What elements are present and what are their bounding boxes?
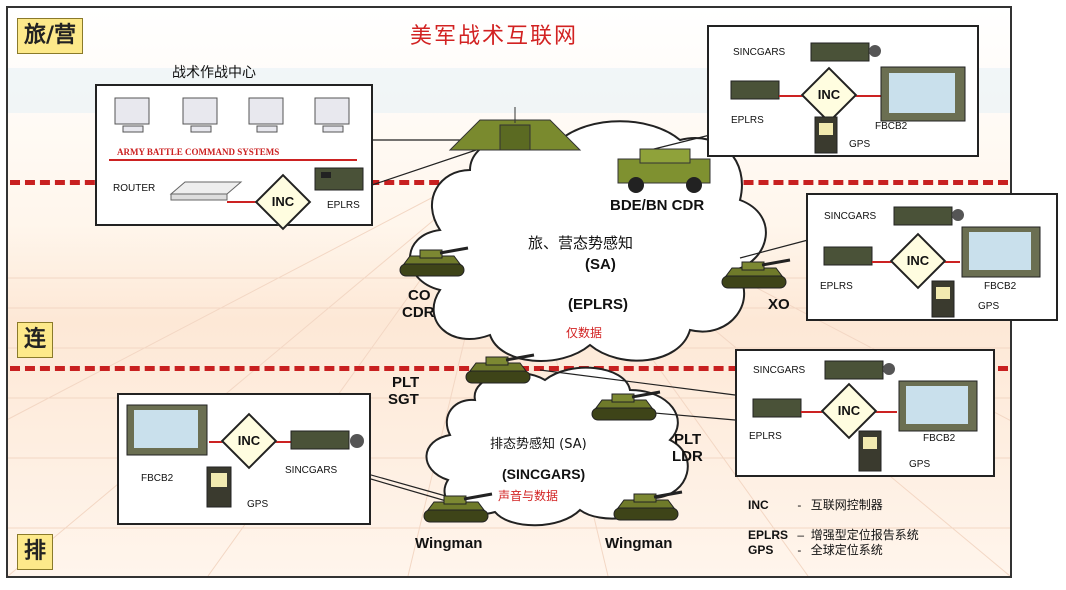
plt-ldr-ldr-label: LDR [672,448,703,465]
callout-xo-sincgars-label: SINCGARS [824,211,877,222]
wingman-right-label: Wingman [605,535,673,552]
callout-xo-sincgars-radio-icon [893,206,964,226]
router-label: ROUTER [113,183,156,194]
router-icon [169,181,243,201]
callout-wingman-gps-icon [206,466,232,508]
callout-plt-ldr-gps-icon [858,430,882,472]
toc-systems-underline [109,159,357,161]
callout-xo-gps-icon [931,280,955,318]
callout-xo-fbcb2-terminal-icon [961,226,1041,278]
toc-box: ARMY BATTLE COMMAND SYSTEMS ROUTER INC E… [95,84,373,231]
plt-sgt-sgt-label: SGT [388,391,419,408]
callout-xo-eplrs-label: EPLRS [820,281,853,292]
command-post-tent-icon [448,107,582,151]
wingman-right-tank-icon [612,490,684,522]
legend-row-gps: GPS - 全球定位系统 [748,541,883,558]
toc-inc-label: INC [271,194,295,209]
legend-gps-desc: 全球定位系统 [810,543,883,557]
callout-bde-bn-sincgars-label: SINCGARS [733,47,786,58]
xo-label: XO [768,296,790,313]
wingman-left-label: Wingman [415,535,483,552]
callout-xo-gps-label: GPS [978,301,1000,312]
toc-systems-label: ARMY BATTLE COMMAND SYSTEMS [117,147,280,157]
legend-row-eplrs: EPLRS – 增强型定位报告系统 [748,526,919,543]
callout-plt-ldr-fbcb2-terminal-icon [898,380,978,432]
callout-bde-bn-inc-label: INC [817,87,841,102]
legend-eplrs-abbr: EPLRS [748,528,789,542]
callout-bde-bn-fbcb2-label: FBCB2 [875,121,908,132]
legend-row-inc: INC - 互联网控制器 [748,496,883,513]
callout-xo: SINCGARS EPLRS INC FBCB2 GPS [806,193,1058,321]
plt-ldr-tank-icon [590,390,662,422]
wingman-left-tank-icon [422,492,494,524]
plt-sgt-plt-label: PLT [392,374,420,391]
callout-plt-ldr-eplrs-label: EPLRS [749,431,782,442]
legend-inc-abbr: INC [748,498,769,512]
plt-ldr-plt-label: PLT [674,431,702,448]
lower-cloud-line1: 排态势感知 (SA) [490,437,587,452]
callout-plt-ldr-sincgars-radio-icon [824,360,895,380]
toc-eplrs-radio-icon [314,167,364,191]
toc-title: 战术作战中心 [172,65,256,81]
bde-bn-cdr-label: BDE/BN CDR [610,197,705,214]
upper-cloud-line2: (SA) [585,256,616,273]
co-cdr-tank-icon [398,246,470,278]
xo-tank-icon [720,258,792,290]
callout-bde-bn-eplrs-label: EPLRS [731,115,764,126]
callout-bde-bn-eplrs-radio-icon [730,80,780,100]
callout-bde-bn-gps-icon [814,116,838,154]
callout-bde-bn: SINCGARS EPLRS INC FBCB2 GPS [707,25,979,157]
callout-xo-inc-label: INC [906,253,930,268]
plt-sgt-tank-icon [464,353,536,385]
lower-cloud-line2: (SINCGARS) [502,466,586,482]
callout-plt-ldr-gps-label: GPS [909,459,931,470]
cdr-label: CDR [402,304,435,321]
callout-plt-ldr-inc-label: INC [837,403,861,418]
callout-bde-bn-gps-label: GPS [849,139,871,150]
callout-wingman-fbcb2-terminal-icon [126,404,208,456]
callout-bde-bn-fbcb2-terminal-icon [880,66,966,122]
legend-eplrs-sep: – [797,528,805,542]
callout-xo-eplrs-radio-icon [823,246,873,266]
toc-monitors [114,97,350,133]
echelon-label-platoon: 排 [17,534,54,570]
callout-plt-ldr: SINCGARS EPLRS INC FBCB2 GPS [735,349,995,477]
callout-wingman-fbcb2-label: FBCB2 [141,473,174,484]
legend-gps-sep: - [797,543,802,557]
callout-wingman-gps-label: GPS [247,499,269,510]
legend-inc-desc: 互联网控制器 [810,498,883,512]
router-inc-link [227,201,257,203]
co-label: CO [408,287,431,304]
echelon-label-company: 连 [17,322,54,358]
callout-plt-ldr-eplrs-radio-icon [752,398,802,418]
lower-cloud-note: 声音与数据 [498,489,559,503]
toc-eplrs-label: EPLRS [327,200,360,211]
callout-wingman-sincgars-label: SINCGARS [285,465,338,476]
upper-cloud-line1: 旅、营态势感知 [528,234,634,252]
callout-plt-ldr-fbcb2-label: FBCB2 [923,433,956,444]
diagram-title: 美军战术互联网 [410,24,579,49]
hmmwv-icon [617,148,711,193]
callout-wingman: FBCB2 INC SINCGARS GPS [117,393,371,525]
callout-bde-bn-sincgars-radio-icon [810,42,881,62]
callout-plt-ldr-sincgars-label: SINCGARS [753,365,806,376]
legend-gps-abbr: GPS [748,543,774,557]
echelon-label-brigade: 旅/营 [17,18,84,54]
callout-wingman-inc-label: INC [237,433,261,448]
callout-wingman-sincgars-radio-icon [290,430,364,450]
upper-cloud-line3: (EPLRS) [568,296,628,313]
callout-xo-fbcb2-label: FBCB2 [984,281,1017,292]
legend-inc-sep: - [797,498,802,512]
upper-cloud-note: 仅数据 [566,326,603,340]
legend-eplrs-desc: 增强型定位报告系统 [810,528,919,542]
